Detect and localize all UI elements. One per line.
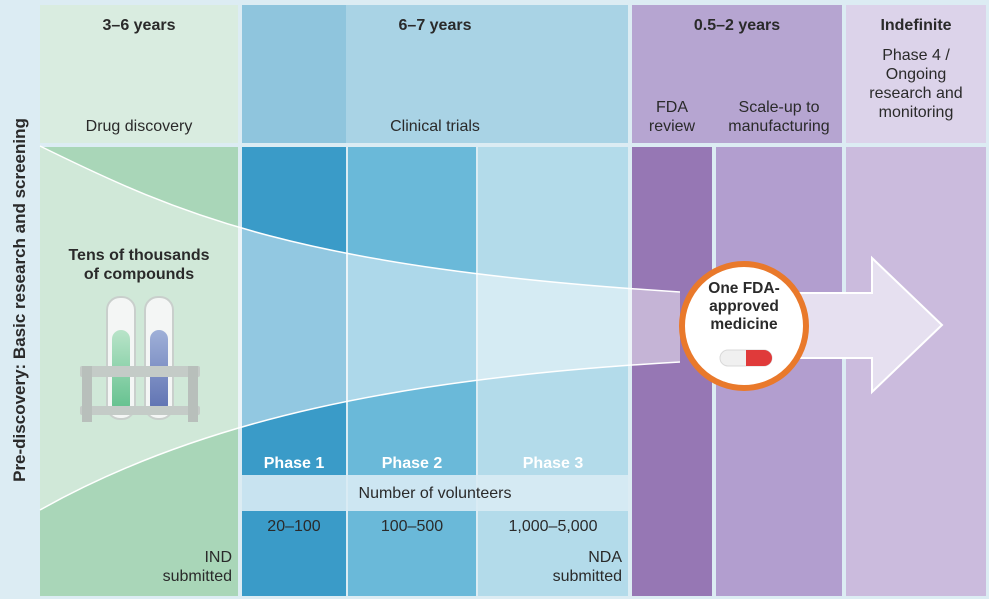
- header-clinical-shade: [242, 5, 346, 143]
- compounds-label: Tens of thousands of compounds: [68, 247, 210, 283]
- column-phase1: [242, 147, 346, 596]
- stage-phase4: Phase 4 / Ongoing research and monitorin…: [869, 47, 963, 121]
- stage-scale-up: Scale-up to manufacturing: [728, 99, 830, 135]
- duration-discovery: 3–6 years: [102, 17, 176, 34]
- phase-3-label: Phase 3: [522, 455, 584, 472]
- column-phase4: [846, 147, 986, 596]
- stage-clinical-trials: Clinical trials: [390, 118, 480, 135]
- volunteers-phase-2: 100–500: [380, 518, 444, 535]
- pill-icon: [719, 349, 773, 367]
- header-discovery: [40, 5, 238, 143]
- volunteers-phase-1: 20–100: [267, 518, 321, 535]
- side-label-text: Pre-discovery: Basic research and screen…: [10, 117, 30, 482]
- column-phase2: [348, 147, 476, 596]
- duration-phase4: Indefinite: [880, 17, 952, 34]
- stage-fda-review: FDA review: [648, 99, 696, 135]
- duration-review: 0.5–2 years: [693, 17, 781, 34]
- phase-2-label: Phase 2: [381, 455, 443, 472]
- phase-1-label: Phase 1: [263, 455, 325, 472]
- approved-medicine-label: One FDA-approved medicine: [708, 280, 780, 333]
- duration-clinical: 6–7 years: [398, 17, 472, 34]
- milestone-nda: NDA submitted: [552, 549, 622, 585]
- volunteers-band: [242, 475, 628, 511]
- header-phase4: [846, 5, 986, 143]
- milestone-ind: IND submitted: [162, 549, 232, 585]
- side-label: Pre-discovery: Basic research and screen…: [0, 0, 40, 599]
- funnel-outline: [39, 145, 681, 511]
- volunteers-phase-3: 1,000–5,000: [508, 518, 598, 535]
- volunteers-label: Number of volunteers: [358, 485, 512, 502]
- approved-medicine-badge: [679, 261, 809, 391]
- stage-drug-discovery: Drug discovery: [85, 118, 193, 135]
- test-tubes-icon: [80, 296, 200, 422]
- header-review: [632, 5, 842, 143]
